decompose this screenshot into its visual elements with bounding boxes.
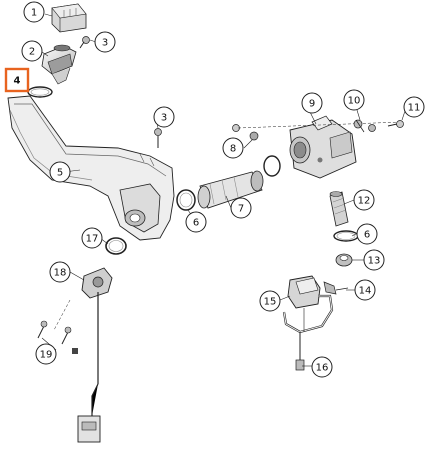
callout-number: 16 bbox=[316, 363, 329, 374]
callout-circle bbox=[363, 249, 385, 271]
part-7-intake-hose bbox=[197, 170, 264, 209]
callout-number: 6 bbox=[364, 230, 370, 241]
callout-number: 7 bbox=[238, 204, 244, 215]
callout-12: 12 bbox=[353, 189, 375, 211]
callout-circle bbox=[343, 89, 365, 111]
callout-circle bbox=[222, 137, 244, 159]
part-14-fitting bbox=[323, 281, 349, 295]
part-12-filter bbox=[329, 191, 349, 227]
callout-3b: 3 bbox=[153, 106, 175, 128]
part-5-air-duct-housing bbox=[7, 95, 175, 241]
part-13-grommet bbox=[335, 253, 353, 267]
callout-5: 5 bbox=[49, 161, 71, 183]
callout-number: 1 bbox=[31, 8, 37, 19]
part-18-sensor-cable bbox=[53, 267, 113, 443]
callout-7: 7 bbox=[230, 197, 252, 219]
callout-2: 2 bbox=[21, 40, 43, 62]
part-3-screw-middle bbox=[154, 128, 162, 148]
part-10-screws bbox=[237, 119, 403, 133]
part-6-clamp-left bbox=[176, 189, 196, 211]
callout-number: 12 bbox=[358, 196, 371, 207]
part-1-cover bbox=[51, 3, 87, 33]
callout-13: 13 bbox=[363, 249, 385, 271]
callout-number: 15 bbox=[264, 297, 277, 308]
callout-number: 5 bbox=[57, 168, 63, 179]
callout-circle bbox=[230, 197, 252, 219]
part-9-throttle-body bbox=[289, 115, 357, 179]
callout-3a: 3 bbox=[94, 31, 116, 53]
part-8-nuts bbox=[232, 124, 259, 141]
callout-circle bbox=[49, 261, 71, 283]
callout-circle bbox=[35, 343, 57, 365]
part-11-bolt bbox=[387, 120, 404, 128]
callout-number: 10 bbox=[348, 96, 361, 107]
callout-circle bbox=[94, 31, 116, 53]
callout-circle bbox=[23, 1, 45, 23]
callout-circle bbox=[403, 96, 425, 118]
part-15-valve-assembly bbox=[282, 275, 334, 334]
part-17-gasket bbox=[105, 237, 127, 255]
leader-lines bbox=[41, 13, 407, 367]
callout-number: 4 bbox=[14, 76, 21, 87]
callout-circle bbox=[185, 211, 207, 233]
callout-number: 18 bbox=[54, 268, 67, 279]
part-4-o-ring bbox=[27, 86, 53, 98]
callout-number: 19 bbox=[40, 350, 53, 361]
callout-number: 14 bbox=[359, 286, 372, 297]
part-2-sensor-cap bbox=[41, 44, 77, 85]
callout-18: 18 bbox=[49, 261, 71, 283]
callout-4: 4 bbox=[4, 67, 30, 93]
callout-1: 1 bbox=[23, 1, 45, 23]
part-19-screws bbox=[37, 320, 78, 354]
callout-circle bbox=[49, 161, 71, 183]
callout-highlight-frame bbox=[4, 67, 30, 93]
callout-6b: 6 bbox=[356, 223, 378, 245]
callout-9: 9 bbox=[301, 92, 323, 114]
callout-number: 9 bbox=[309, 99, 315, 110]
callout-number: 2 bbox=[29, 47, 35, 58]
callout-10: 10 bbox=[343, 89, 365, 111]
part-3-screw-top bbox=[79, 36, 90, 49]
callout-circle bbox=[353, 189, 375, 211]
callout-11: 11 bbox=[403, 96, 425, 118]
callout-number: 17 bbox=[86, 234, 99, 245]
clamp-upper-right bbox=[263, 155, 281, 177]
part-16-cable-end bbox=[295, 332, 305, 371]
callout-circle bbox=[354, 279, 376, 301]
callout-17: 17 bbox=[81, 227, 103, 249]
callout-15: 15 bbox=[259, 290, 281, 312]
callout-circle bbox=[153, 106, 175, 128]
callout-number: 6 bbox=[193, 218, 199, 229]
callout-circle bbox=[301, 92, 323, 114]
callout-number: 8 bbox=[230, 144, 236, 155]
callout-8: 8 bbox=[222, 137, 244, 159]
callout-circle bbox=[259, 290, 281, 312]
callout-16: 16 bbox=[311, 356, 333, 378]
callout-14: 14 bbox=[354, 279, 376, 301]
callout-number: 3 bbox=[102, 38, 108, 49]
callout-number: 3 bbox=[161, 113, 167, 124]
callout-circle bbox=[356, 223, 378, 245]
callout-circle bbox=[81, 227, 103, 249]
part-6-clamp-right bbox=[333, 230, 359, 242]
callout-number: 13 bbox=[368, 256, 381, 267]
callout-number: 11 bbox=[408, 103, 421, 114]
callout-circle bbox=[21, 40, 43, 62]
callout-6a: 6 bbox=[185, 211, 207, 233]
callout-circle bbox=[311, 356, 333, 378]
callout-19: 19 bbox=[35, 343, 57, 365]
